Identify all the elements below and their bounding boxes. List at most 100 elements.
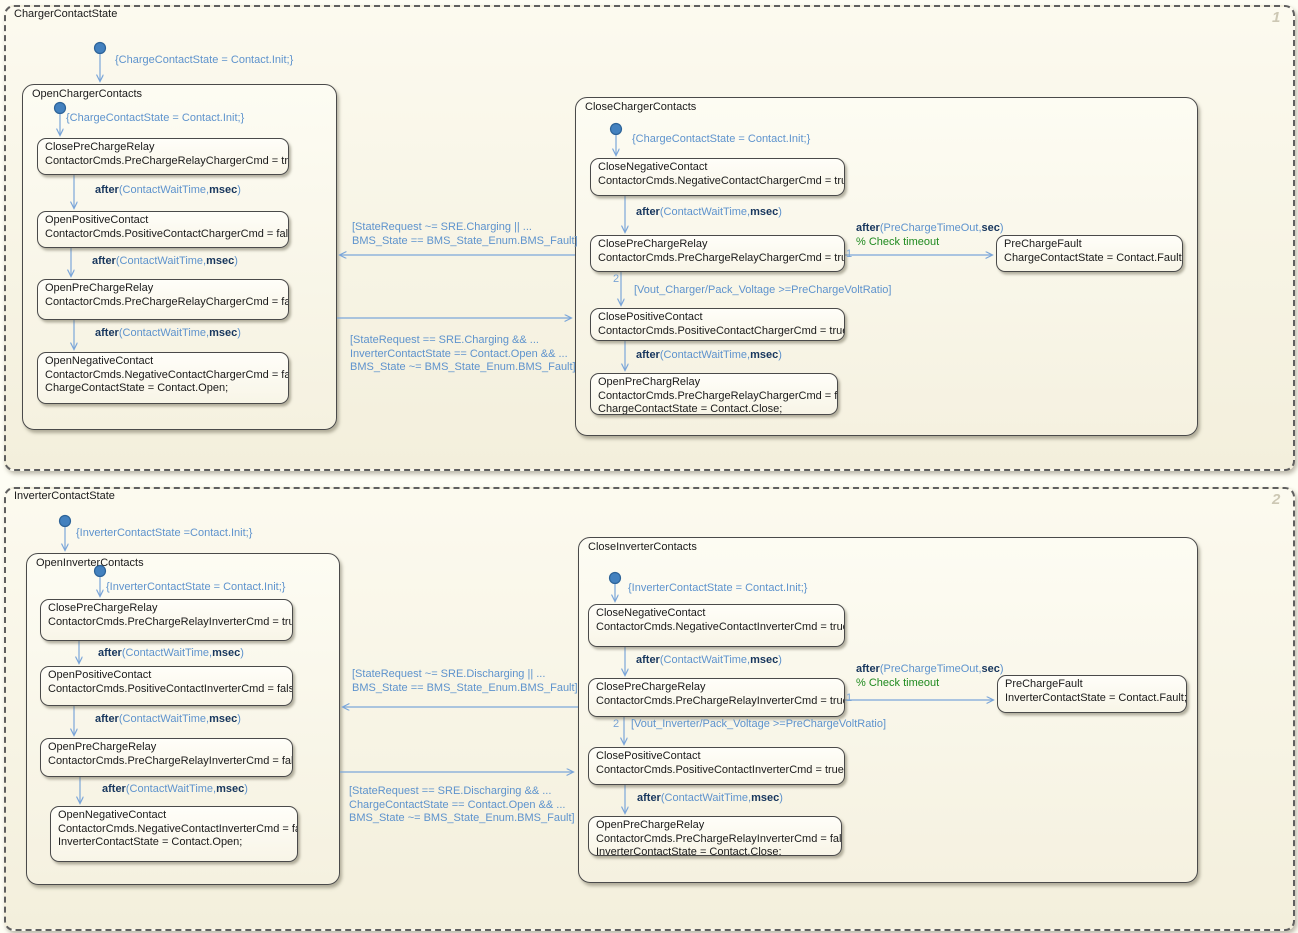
state-close-precharge-relay[interactable]: ClosePreChargeRelay ContactorCmds.PreCha…	[588, 678, 845, 717]
after-args: (ContactWaitTime,	[659, 206, 751, 218]
condition-line: BMS_State ~= BMS_State_Enum.BMS_Fault]	[350, 361, 576, 374]
state-action: ContactorCmds.PositiveContactInverterCmd…	[48, 682, 293, 695]
transition-condition-to-close[interactable]: [StateRequest == SRE.Charging && ... Inv…	[350, 334, 576, 375]
default-transition-label[interactable]: {InverterContactState = Contact.Init;}	[106, 581, 285, 595]
state-name: OpenPreChargRelay	[598, 376, 701, 388]
condition-line: BMS_State == BMS_State_Enum.BMS_Fault]	[352, 681, 578, 694]
transition-condition-voltage[interactable]: [Vout_Charger/Pack_Voltage >=PreChargeVo…	[634, 284, 891, 298]
default-transition-label[interactable]: {ChargeContactState = Contact.Init;}	[115, 54, 293, 68]
transition-label-after-wait[interactable]: after(ContactWaitTime,msec)	[92, 255, 238, 269]
state-title[interactable]: OpenInverterContacts	[36, 557, 144, 569]
state-open-positive-contact[interactable]: OpenPositiveContact ContactorCmds.Positi…	[37, 211, 289, 248]
after-args: (ContactWaitTime,	[118, 713, 210, 725]
after-close-paren: )	[237, 713, 241, 725]
state-title[interactable]: InverterContactState	[14, 490, 115, 502]
after-args: (ContactWaitTime,	[660, 792, 752, 804]
state-action: ChargeContactState = Contact.Close;	[598, 403, 783, 415]
state-close-precharge-relay[interactable]: ClosePreChargeRelay ContactorCmds.PreCha…	[590, 235, 845, 272]
state-action: ChargeContactState = Contact.Open;	[45, 382, 229, 395]
default-transition-label[interactable]: {InverterContactState =Contact.Init;}	[76, 527, 252, 541]
after-unit: msec	[216, 783, 245, 795]
state-precharge-fault[interactable]: PreChargeFault ChargeContactState = Cont…	[996, 235, 1183, 272]
after-close-paren: )	[778, 349, 782, 361]
transition-label-after-wait[interactable]: after(ContactWaitTime,msec)	[95, 713, 241, 727]
default-transition-label[interactable]: {ChargeContactState = Contact.Init;}	[66, 112, 244, 126]
after-unit: msec	[751, 792, 780, 804]
state-open-precharge-relay[interactable]: OpenPreChargeRelay ContactorCmds.PreChar…	[588, 816, 842, 856]
after-unit: msec	[750, 349, 779, 361]
after-args: (PreChargeTimeOut,	[879, 663, 982, 675]
state-close-positive-contact[interactable]: ClosePositiveContact ContactorCmds.Posit…	[588, 747, 845, 785]
transition-label-after-wait[interactable]: after(ContactWaitTime,msec)	[636, 349, 782, 363]
state-open-precharg-relay[interactable]: OpenPreChargRelay ContactorCmds.PreCharg…	[590, 373, 838, 415]
transition-label-after-wait[interactable]: after(ContactWaitTime,msec)	[637, 792, 783, 806]
transition-order-number: 2	[613, 273, 620, 285]
after-keyword: after	[95, 184, 119, 196]
state-action: ContactorCmds.NegativeContactChargerCmd …	[598, 174, 845, 187]
execution-order-badge: 2	[1272, 491, 1281, 508]
state-close-negative-contact[interactable]: CloseNegativeContact ContactorCmds.Negat…	[590, 158, 845, 196]
transition-label-after-wait[interactable]: after(ContactWaitTime,msec)	[636, 654, 782, 668]
transition-label-after-wait[interactable]: after(ContactWaitTime,msec)	[102, 783, 248, 797]
state-name: OpenPreChargeRelay	[596, 819, 705, 831]
state-title[interactable]: ChargerContactState	[14, 8, 118, 20]
transition-label-after-wait[interactable]: after(ContactWaitTime,msec)	[95, 184, 241, 198]
state-action: InverterContactState = Contact.Fault;	[1005, 691, 1187, 704]
transition-label-after-wait[interactable]: after(ContactWaitTime,msec)	[98, 647, 244, 661]
state-close-positive-contact[interactable]: ClosePositiveContact ContactorCmds.Posit…	[590, 308, 845, 341]
transition-label-after-timeout[interactable]: after(PreChargeTimeOut,sec)	[856, 222, 1004, 236]
condition-line: InverterContactState == Contact.Open && …	[350, 347, 568, 360]
after-keyword: after	[637, 792, 661, 804]
state-open-precharge-relay[interactable]: OpenPreChargeRelay ContactorCmds.PreChar…	[40, 738, 293, 777]
state-action: ContactorCmds.PreChargeRelayChargerCmd =…	[45, 295, 289, 308]
transition-condition-voltage[interactable]: [Vout_Inverter/Pack_Voltage >=PreChargeV…	[631, 718, 886, 732]
state-action: ContactorCmds.PositiveContactChargerCmd …	[45, 227, 289, 240]
transition-label-after-wait[interactable]: after(ContactWaitTime,msec)	[636, 206, 782, 220]
state-open-negative-contact[interactable]: OpenNegativeContact ContactorCmds.Negati…	[37, 352, 289, 404]
state-title[interactable]: CloseInverterContacts	[588, 541, 697, 553]
state-precharge-fault[interactable]: PreChargeFault InverterContactState = Co…	[997, 675, 1187, 713]
after-close-paren: )	[237, 327, 241, 339]
state-action: ContactorCmds.NegativeContactInverterCmd…	[596, 620, 845, 633]
condition-line: [StateRequest ~= SRE.Discharging || ...	[352, 668, 546, 680]
condition-text: [Vout_Charger/Pack_Voltage >=PreChargeVo…	[634, 284, 892, 296]
transition-condition-to-open[interactable]: [StateRequest ~= SRE.Charging || ... BMS…	[352, 221, 578, 248]
transition-comment[interactable]: % Check timeout	[856, 236, 940, 248]
transition-condition-to-open[interactable]: [StateRequest ~= SRE.Discharging || ... …	[352, 668, 578, 695]
after-keyword: after	[636, 654, 660, 666]
state-action: ContactorCmds.PositiveContactInverterCmd…	[596, 763, 845, 776]
after-unit: msec	[209, 184, 238, 196]
after-args: (ContactWaitTime,	[115, 255, 207, 267]
state-title[interactable]: CloseChargerContacts	[585, 101, 697, 113]
transition-label-after-timeout[interactable]: after(PreChargeTimeOut,sec)	[856, 663, 1004, 677]
after-args: (ContactWaitTime,	[125, 783, 217, 795]
state-action: InverterContactState = Contact.Open;	[58, 836, 243, 849]
state-action: ContactorCmds.PreChargeRelayChargerCmd =…	[45, 154, 289, 167]
state-name: PreChargeFault	[1004, 238, 1082, 250]
after-unit: msec	[212, 647, 241, 659]
transition-order-number: 1	[846, 692, 853, 704]
state-open-positive-contact[interactable]: OpenPositiveContact ContactorCmds.Positi…	[40, 666, 293, 706]
default-transition-label[interactable]: {InverterContactState = Contact.Init;}	[628, 582, 807, 596]
transition-action-text: {ChargeContactState = Contact.Init;}	[66, 112, 245, 124]
after-unit: msec	[209, 327, 238, 339]
state-name: OpenNegativeContact	[58, 809, 167, 821]
state-open-negative-contact[interactable]: OpenNegativeContact ContactorCmds.Negati…	[50, 806, 298, 862]
state-close-negative-contact[interactable]: CloseNegativeContact ContactorCmds.Negat…	[588, 604, 845, 647]
condition-line: [StateRequest == SRE.Discharging && ...	[349, 785, 552, 797]
state-action: ContactorCmds.PreChargeRelayInverterCmd …	[48, 615, 293, 628]
transition-order-number: 2	[613, 718, 620, 730]
state-title[interactable]: OpenChargerContacts	[32, 88, 143, 100]
after-unit: sec	[981, 663, 1000, 675]
transition-label-after-wait[interactable]: after(ContactWaitTime,msec)	[95, 327, 241, 341]
execution-order-badge: 1	[1272, 9, 1281, 26]
after-args: (ContactWaitTime,	[121, 647, 213, 659]
transition-comment[interactable]: % Check timeout	[856, 677, 940, 689]
transition-condition-to-close[interactable]: [StateRequest == SRE.Discharging && ... …	[349, 785, 575, 826]
state-close-precharge-relay[interactable]: ClosePreChargeRelay ContactorCmds.PreCha…	[37, 138, 289, 175]
state-close-precharge-relay[interactable]: ClosePreChargeRelay ContactorCmds.PreCha…	[40, 599, 293, 641]
after-close-paren: )	[999, 663, 1004, 675]
state-open-precharge-relay[interactable]: OpenPreChargeRelay ContactorCmds.PreChar…	[37, 279, 289, 320]
default-transition-label[interactable]: {ChargeContactState = Contact.Init;}	[632, 133, 810, 147]
